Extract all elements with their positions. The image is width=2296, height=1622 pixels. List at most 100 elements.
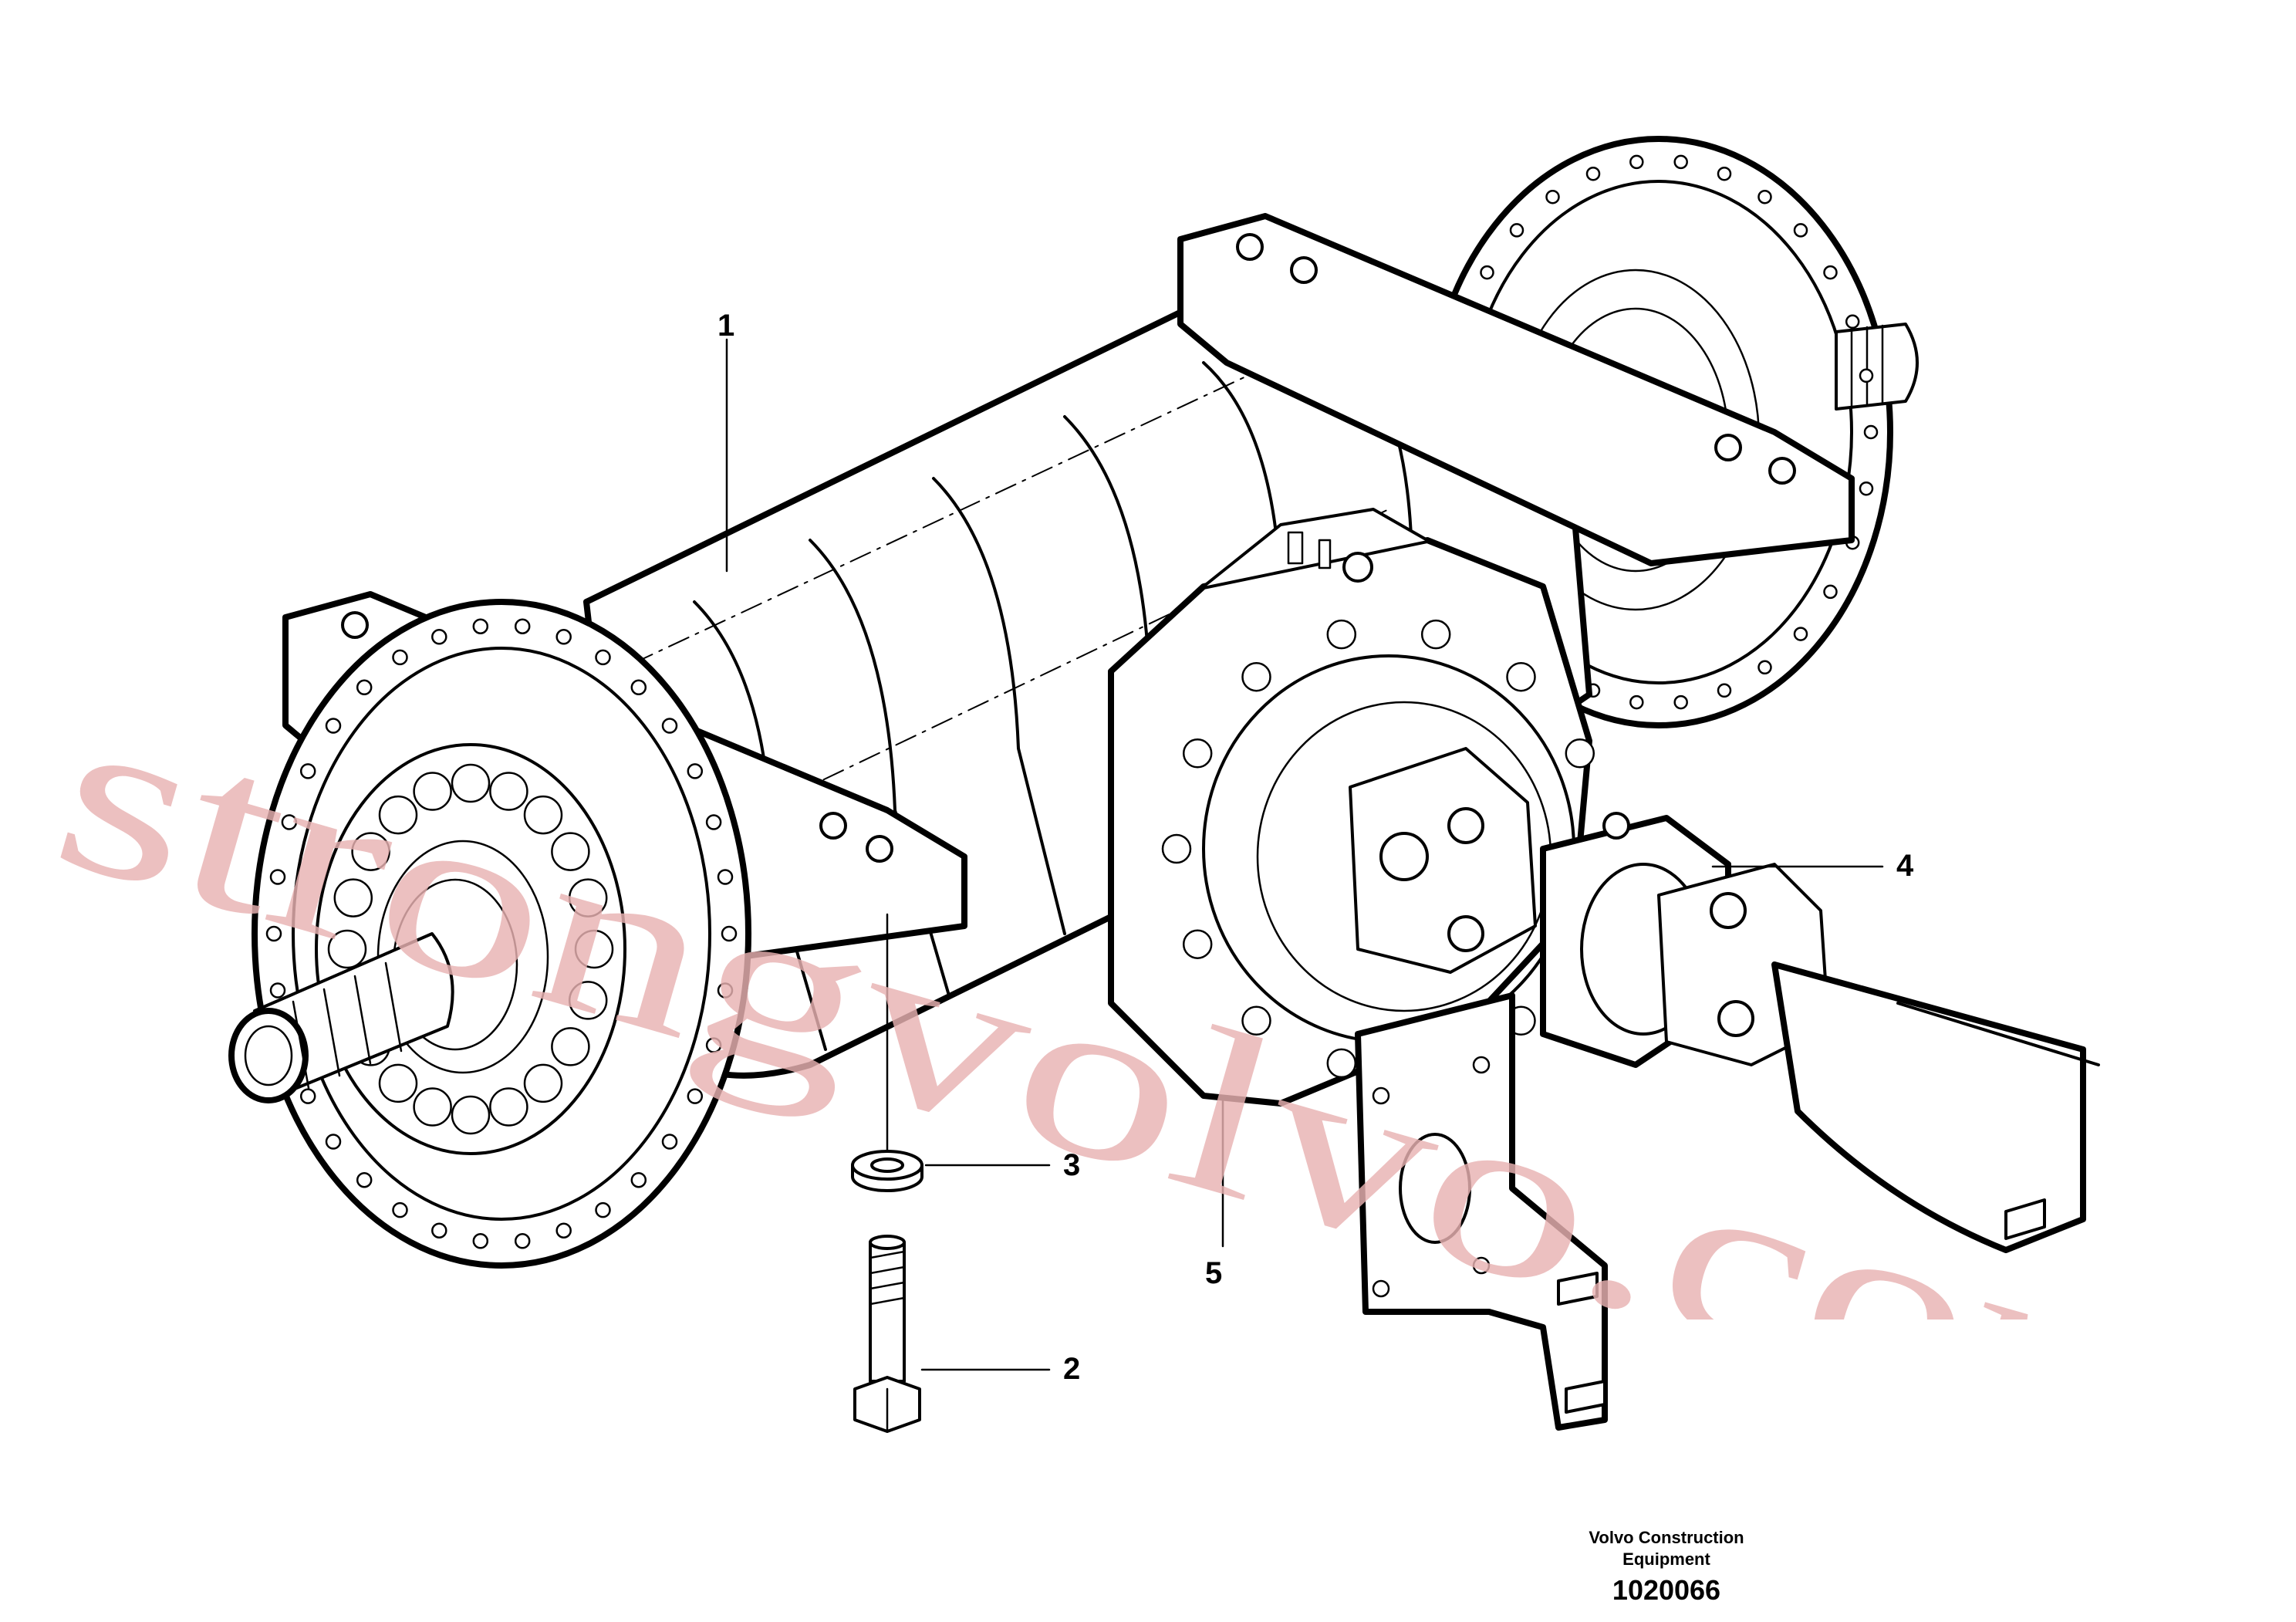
hub-bolt-head: [413, 1087, 452, 1127]
rear-disc-hole: [1823, 584, 1838, 600]
washer: [851, 1150, 923, 1192]
watermark-text: strongvolvo.com: [46, 718, 2254, 1320]
front-disc-hole: [661, 1134, 678, 1150]
front-disc-hole: [555, 629, 572, 645]
footer-company-line1: Volvo Construction: [1589, 1528, 1744, 1547]
front-disc-hole: [595, 649, 611, 666]
rear-disc-hole: [1717, 166, 1732, 181]
front-hub-bolts: [327, 763, 614, 1135]
front-disc-hole: [265, 925, 282, 942]
rear-disc-hole: [1545, 189, 1560, 204]
rear-disc-hole: [1793, 223, 1808, 238]
front-disc-hole: [325, 1134, 342, 1150]
carrier-bolt-head: [1241, 661, 1271, 692]
carrier-bolt-head: [1241, 1005, 1271, 1036]
hub-bolt-head: [451, 763, 491, 803]
hub-bolt-head: [451, 1095, 491, 1135]
carrier-bolt-head: [1565, 738, 1595, 769]
front-disc-hole: [687, 763, 704, 779]
front-disc-hole: [721, 925, 738, 942]
hub-bolt-head: [351, 832, 390, 871]
rear-disc-hole: [1585, 166, 1601, 181]
hub-bolt-head: [327, 929, 367, 969]
carrier-bolt-head: [1506, 661, 1536, 692]
carrier-bolt-head: [1182, 738, 1213, 769]
front-disc-hole: [705, 1037, 722, 1053]
hub-bolt-head: [551, 1027, 590, 1066]
front-disc-hole: [299, 763, 316, 779]
front-disc-hole: [630, 1171, 647, 1188]
rear-disc-hole: [1509, 223, 1524, 238]
leader-lines: [725, 338, 1884, 1371]
front-disc-hole: [325, 718, 342, 734]
callout-2: 2: [1063, 1352, 1081, 1386]
rear-disc-hole: [1629, 694, 1644, 710]
hub-bolt-head: [378, 795, 418, 835]
front-spline-shaft: [228, 932, 454, 1103]
front-disc-hole: [555, 1222, 572, 1238]
front-disc-hole: [661, 718, 678, 734]
carrier-bolt-head: [1420, 619, 1451, 650]
callout-5: 5: [1205, 1256, 1223, 1290]
rear-disc-hole: [1863, 424, 1879, 440]
carrier-bolt-head: [1161, 833, 1192, 864]
front-disc-hole: [687, 1088, 704, 1104]
front-hub-disc: [252, 599, 751, 1269]
rear-disc-hole: [1859, 368, 1874, 384]
front-disc-hole: [281, 814, 298, 830]
rear-disc-hole: [1673, 154, 1688, 170]
rear-disc-hole: [1793, 627, 1808, 641]
hub-bolt-head: [378, 1063, 418, 1103]
front-disc-hole: [431, 629, 447, 645]
rear-disc-hole: [1480, 265, 1494, 280]
rear-disc-hole: [1673, 694, 1688, 710]
front-disc-hole: [269, 982, 286, 999]
hub-bolt-head: [489, 1087, 528, 1127]
front-disc-hole: [356, 679, 373, 696]
front-disc-hole: [356, 1171, 373, 1188]
carrier-bolt-head: [1326, 619, 1357, 650]
front-disc-hole: [299, 1088, 316, 1104]
propeller-shaft-bearing: [1349, 747, 2100, 1253]
front-disc-hole: [392, 1201, 408, 1218]
hub-bolt-head: [568, 878, 608, 917]
hub-bolt-head: [523, 1063, 563, 1103]
mounting-bracket-plate: [1355, 992, 1608, 1431]
watermark: strongvolvo.com: [46, 718, 2254, 1320]
callout-1: 1: [718, 309, 735, 343]
front-disc-hole: [269, 869, 286, 885]
front-disc-hole: [705, 814, 722, 830]
front-disc-hole: [514, 618, 531, 634]
hub-bolt-head: [568, 981, 608, 1020]
hub-bolt-head: [333, 878, 373, 917]
carrier-bolt-head: [1326, 1048, 1357, 1079]
rear-disc-hole: [1757, 660, 1772, 675]
front-disc-hole: [472, 618, 489, 634]
footer-company-line2: Equipment: [1622, 1549, 1710, 1569]
front-disc-hole: [630, 679, 647, 696]
rear-disc-hole: [1629, 154, 1644, 170]
front-disc-hole: [514, 1233, 531, 1249]
bolt: [853, 1235, 921, 1433]
hub-bolt-head: [574, 929, 614, 969]
front-disc-hole: [431, 1222, 447, 1238]
rear-disc-hole: [1859, 481, 1874, 496]
front-disc-hole: [472, 1233, 489, 1249]
front-disc-hole: [392, 649, 408, 666]
front-disc-hole: [717, 982, 734, 999]
hub-bolt-head: [551, 832, 590, 871]
rear-disc-hole: [1823, 265, 1838, 280]
front-disc-hole: [595, 1201, 611, 1218]
hub-bolt-head: [489, 772, 528, 811]
front-disc-bolt-holes: [265, 618, 738, 1249]
hub-bolt-head: [523, 795, 563, 835]
rear-disc-hole: [1717, 683, 1732, 698]
hub-bolt-head: [413, 772, 452, 811]
rear-disc-hole: [1757, 189, 1772, 204]
callout-4: 4: [1896, 849, 1914, 883]
callout-3: 3: [1063, 1148, 1081, 1182]
front-disc-hole: [717, 869, 734, 885]
illustration-number: 1020066: [1612, 1574, 1721, 1606]
carrier-bolt-head: [1182, 929, 1213, 959]
